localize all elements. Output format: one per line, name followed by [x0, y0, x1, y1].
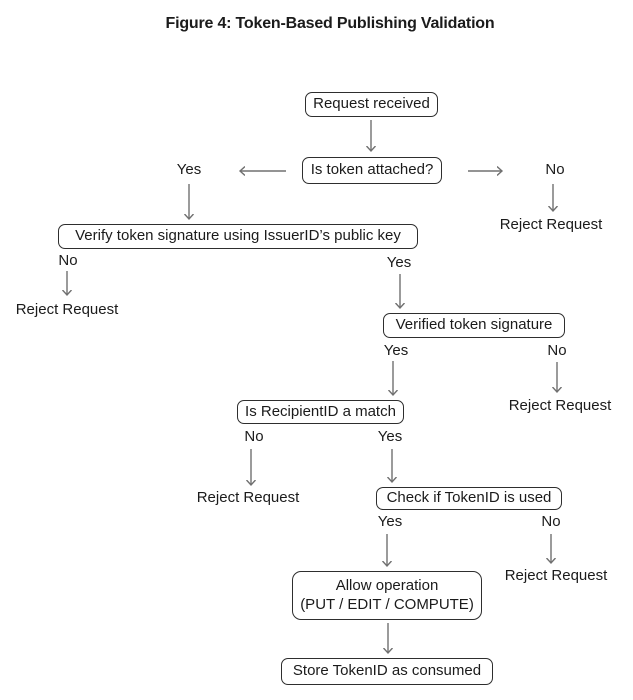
label-yes-token-attached: Yes: [176, 161, 202, 178]
label-yes-token-used: Yes: [377, 513, 403, 530]
node-request-received: Request received: [305, 92, 438, 117]
allow-operation-line2: (PUT / EDIT / COMPUTE): [300, 595, 474, 613]
label-yes-verified-signature: Yes: [383, 342, 409, 359]
label-no-verify-signature: No: [58, 252, 78, 269]
label-no-token-used: No: [541, 513, 561, 530]
node-check-token-used: Check if TokenID is used: [376, 487, 562, 510]
node-allow-operation: Allow operation (PUT / EDIT / COMPUTE): [292, 571, 482, 620]
node-store-token: Store TokenID as consumed: [281, 658, 493, 685]
allow-operation-line1: Allow operation: [335, 576, 439, 594]
label-no-verified-signature: No: [547, 342, 567, 359]
node-verify-signature: Verify token signature using IssuerID’s …: [58, 224, 418, 249]
label-yes-recipient-match: Yes: [377, 428, 403, 445]
outcome-reject-request-1: Reject Request: [499, 216, 603, 233]
outcome-reject-request-3: Reject Request: [508, 397, 612, 414]
outcome-reject-request-2: Reject Request: [15, 301, 119, 318]
figure-title: Figure 4: Token-Based Publishing Validat…: [165, 15, 495, 32]
label-no-recipient-match: No: [244, 428, 264, 445]
outcome-reject-request-4: Reject Request: [196, 489, 300, 506]
node-is-token-attached: Is token attached?: [302, 157, 442, 184]
node-recipient-match: Is RecipientID a match: [237, 400, 404, 424]
label-yes-verify-signature: Yes: [386, 254, 412, 271]
label-no-token-attached: No: [545, 161, 565, 178]
outcome-reject-request-5: Reject Request: [504, 567, 608, 584]
node-verified-signature: Verified token signature: [383, 313, 565, 338]
